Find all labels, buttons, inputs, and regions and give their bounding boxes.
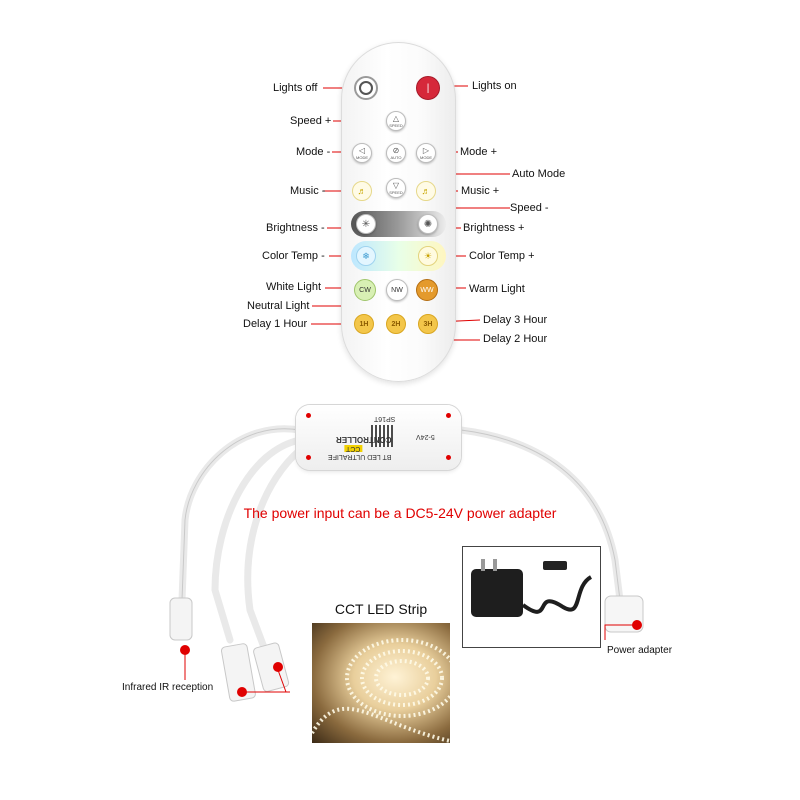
cw-button[interactable]: CW xyxy=(354,279,376,301)
adapter-graphic xyxy=(471,559,593,617)
music-note-icon: ♬ xyxy=(421,186,431,196)
nw-button[interactable]: NW xyxy=(386,279,408,301)
label-lights-off: Lights off xyxy=(273,82,318,94)
ww-label: WW xyxy=(420,286,434,294)
label-infrared: Infrared IR reception xyxy=(122,682,214,693)
lights-on-button[interactable]: | xyxy=(416,76,440,100)
label-color-temp-minus: Color Temp - xyxy=(262,250,325,262)
sun-icon: ✳ xyxy=(361,218,371,230)
strip-connector-1 xyxy=(220,643,256,702)
power-ring-icon xyxy=(359,81,373,95)
music-plus-button[interactable]: ♬ xyxy=(416,181,436,201)
nw-label: NW xyxy=(391,286,403,294)
speed-down-button[interactable]: ▽ SPEED xyxy=(386,178,406,198)
power-note: The power input can be a DC5-24V power a… xyxy=(243,505,557,521)
label-brightness-plus: Brightness + xyxy=(463,222,525,234)
qr-code-icon xyxy=(371,425,393,447)
speed-up-button[interactable]: △ SPEED xyxy=(386,111,406,131)
bluetooth-controller: BT LED ULTRALIFE CONTROLLER CCT SP16T 5-… xyxy=(296,405,461,470)
label-delay-2: Delay 2 Hour xyxy=(483,333,548,345)
color-temp-minus-button[interactable]: ❄ xyxy=(356,246,376,266)
label-delay-1: Delay 1 Hour xyxy=(243,318,308,330)
led-dot-icon xyxy=(306,413,311,418)
music-note-icon: ♬ xyxy=(357,186,367,196)
ww-button[interactable]: WW xyxy=(416,279,438,301)
label-neutral-light: Neutral Light xyxy=(247,300,310,312)
auto-button[interactable]: ⊘ AUTO xyxy=(386,143,406,163)
power-line-icon: | xyxy=(426,82,430,94)
speed-up-label: SPEED xyxy=(389,122,403,128)
delay-3h-button[interactable]: 3H xyxy=(418,314,438,334)
label-music-plus: Music + xyxy=(461,185,500,197)
label-mode-plus: Mode + xyxy=(460,146,497,158)
bulb-cool-icon: ❄ xyxy=(362,250,370,261)
sun-icon: ✺ xyxy=(423,218,433,230)
auto-cycle-icon: ⊘ xyxy=(392,145,400,155)
controller-line5: 5-24V xyxy=(416,433,435,440)
led-strip-image xyxy=(312,623,450,743)
led-dot-icon xyxy=(446,413,451,418)
strip-connector-2 xyxy=(253,642,290,692)
triangle-left-icon: ◁ xyxy=(358,145,366,155)
label-speed-minus: Speed - xyxy=(510,202,549,214)
delay-3h-label: 3H xyxy=(423,320,433,328)
cw-label: CW xyxy=(359,286,371,294)
auto-label: AUTO xyxy=(390,154,402,160)
strip-cable-2 xyxy=(244,446,304,654)
delay-1h-button[interactable]: 1H xyxy=(354,314,374,334)
label-auto-mode: Auto Mode xyxy=(512,168,566,180)
speed-down-label: SPEED xyxy=(389,189,403,195)
delay-2h-label: 2H xyxy=(391,320,401,328)
label-speed-plus: Speed + xyxy=(290,115,332,127)
strip-title: CCT LED Strip xyxy=(334,601,428,617)
label-lights-on: Lights on xyxy=(472,80,517,92)
label-music-minus: Music - xyxy=(290,185,326,197)
controller-line3: CCT xyxy=(344,445,363,452)
label-white-light: White Light xyxy=(266,281,322,293)
led-dot-icon xyxy=(446,455,451,460)
triangle-right-icon: ▷ xyxy=(422,145,430,155)
brightness-minus-button[interactable]: ✳ xyxy=(356,214,376,234)
lights-off-button[interactable] xyxy=(354,76,378,100)
color-temp-plus-button[interactable]: ☀ xyxy=(418,246,438,266)
label-color-temp-plus: Color Temp + xyxy=(469,250,535,262)
brightness-plus-button[interactable]: ✺ xyxy=(418,214,438,234)
mode-plus-label: MODE xyxy=(420,154,432,160)
power-adapter-image xyxy=(462,546,601,648)
delay-2h-button[interactable]: 2H xyxy=(386,314,406,334)
mode-minus-label: MODE xyxy=(356,154,368,160)
triangle-down-icon: ▽ xyxy=(392,180,400,190)
led-dot-icon xyxy=(306,455,311,460)
ir-connector xyxy=(169,597,193,641)
strip-cable-1 xyxy=(211,436,304,644)
controller-line2: CONTROLLER xyxy=(336,435,392,444)
controller-line1: BT LED ULTRALIFE xyxy=(328,453,392,460)
mode-minus-button[interactable]: ◁ MODE xyxy=(352,143,372,163)
label-delay-3: Delay 3 Hour xyxy=(483,314,548,326)
led-coil-graphic xyxy=(312,638,450,743)
bulb-warm-icon: ☀ xyxy=(423,250,433,261)
music-minus-button[interactable]: ♬ xyxy=(352,181,372,201)
mode-plus-button[interactable]: ▷ MODE xyxy=(416,143,436,163)
label-mode-minus: Mode - xyxy=(296,146,331,158)
label-brightness-minus: Brightness - xyxy=(266,222,325,234)
label-power-adapter: Power adapter xyxy=(607,645,673,656)
label-warm-light: Warm Light xyxy=(469,283,525,295)
controller-line4: SP16T xyxy=(374,415,396,422)
triangle-up-icon: △ xyxy=(392,113,400,123)
delay-1h-label: 1H xyxy=(359,320,369,328)
